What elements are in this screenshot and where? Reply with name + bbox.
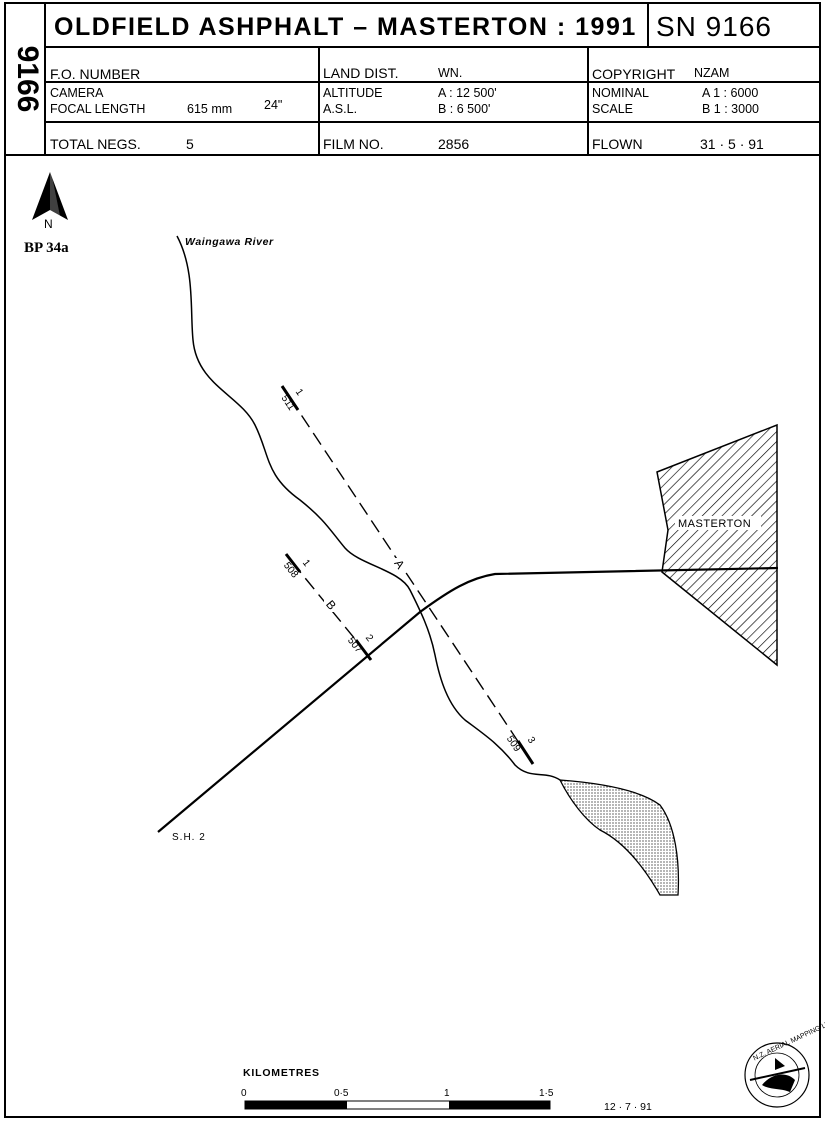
run-b-start-num: 1 [300,558,312,570]
run-a-end-mark [516,740,535,765]
run-b-end-mark [354,639,373,661]
altitude-b: B : 6 500' [438,102,491,116]
highway-sh2 [157,566,779,833]
run-a-start-mark [280,385,300,411]
north-label: N [44,217,53,231]
flight-run-a-line [289,397,526,753]
camera-label: CAMERA [50,86,104,100]
town-label: MASTERTON [678,518,751,530]
town-label-backing [675,516,761,530]
focal-length-mm: 615 mm [187,102,233,116]
waingawa-river [176,235,561,781]
map-sheet: 9166 OLDFIELD ASHPHALT – MASTERTON : 199… [4,2,821,1118]
scale-tick-1-5: 1·5 [539,1088,554,1099]
altitude-label: ALTITUDE [323,86,383,100]
river-gravel-area [558,779,680,896]
north-arrow-icon [32,172,68,220]
flown-value: 31 · 5 · 91 [700,136,764,152]
title-block: 9166 OLDFIELD ASHPHALT – MASTERTON : 199… [6,4,819,156]
focal-length-label: FOCAL LENGTH [50,102,146,116]
copyright-value: NZAM [694,66,730,80]
scale-a: A 1 : 6000 [702,86,759,100]
run-b-end-frame: 507 [345,635,364,655]
film-no-label: FILM NO. [323,136,384,152]
scale-b: B 1 : 3000 [702,102,759,116]
nominal-label: NOMINAL [592,86,649,100]
scale-bar-title: KILOMETRES [243,1067,320,1079]
flight-run-b-line [291,561,365,651]
scale-bar: KILOMETRES 0 0·5 1 1·5 [241,1067,554,1110]
river-label: Waingawa River [185,236,274,248]
run-a-label-backing [392,558,406,572]
scale-tick-0: 0 [241,1088,247,1099]
run-a-start-frame: 511 [279,393,297,413]
total-negs-label: TOTAL NEGS. [50,136,141,152]
run-b-start-mark [284,553,302,573]
sn-number: SN 9166 [656,11,772,42]
film-no-value: 2856 [438,136,470,152]
asl-label: A.S.L. [323,102,358,116]
fo-number-label: F.O. NUMBER [50,66,141,82]
run-b-end-num: 2 [363,633,375,645]
run-a-end-frame: 509 [504,734,523,754]
run-b-start-frame: 508 [281,560,300,580]
focal-length-in: 24" [264,98,283,112]
flown-label: FLOWN [592,136,643,152]
town-area [656,423,778,667]
land-dist-label: LAND DIST. [323,65,399,81]
scale-tick-0-5: 0·5 [334,1088,349,1099]
scale-label: SCALE [592,102,633,116]
run-b-label-backing [324,598,338,612]
sheet-code: BP 34a [24,240,69,256]
sheet-title: OLDFIELD ASHPHALT – MASTERTON : 1991 [54,13,637,41]
copyright-label: COPYRIGHT [592,66,676,82]
drawn-date: 12 · 7 · 91 [604,1101,652,1113]
scale-tick-1: 1 [444,1088,450,1099]
land-dist-value: WN. [438,66,463,80]
altitude-a: A : 12 500' [438,86,497,100]
run-a-end-num: 3 [525,735,537,746]
aerial-mapping-logo: N.Z. AERIAL MAPPING LTD. [744,1018,825,1108]
total-negs-value: 5 [186,136,194,152]
run-a-start-num: 1 [293,387,305,398]
highway-label: S.H. 2 [172,832,206,843]
